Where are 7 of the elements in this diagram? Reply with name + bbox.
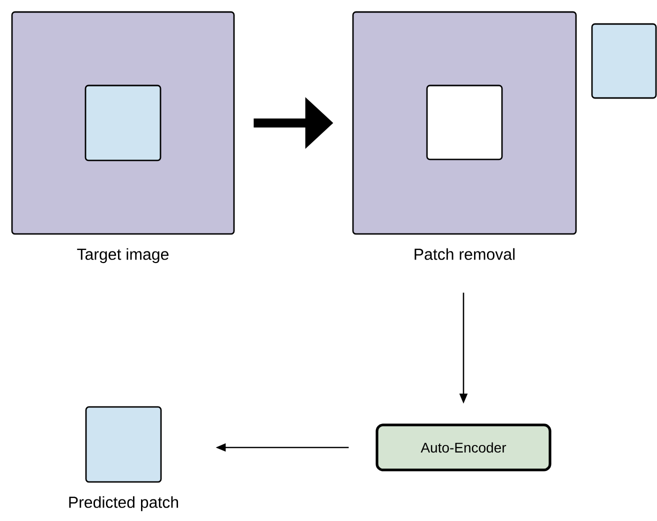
patch-square <box>426 84 503 160</box>
patch-square <box>591 23 657 99</box>
process-box: Auto-Encoder <box>376 424 552 472</box>
node-label: Predicted patch <box>69 496 178 512</box>
node-label: Patch removal <box>414 248 515 260</box>
patch-square <box>84 84 162 162</box>
node-label: Target image <box>77 248 168 264</box>
